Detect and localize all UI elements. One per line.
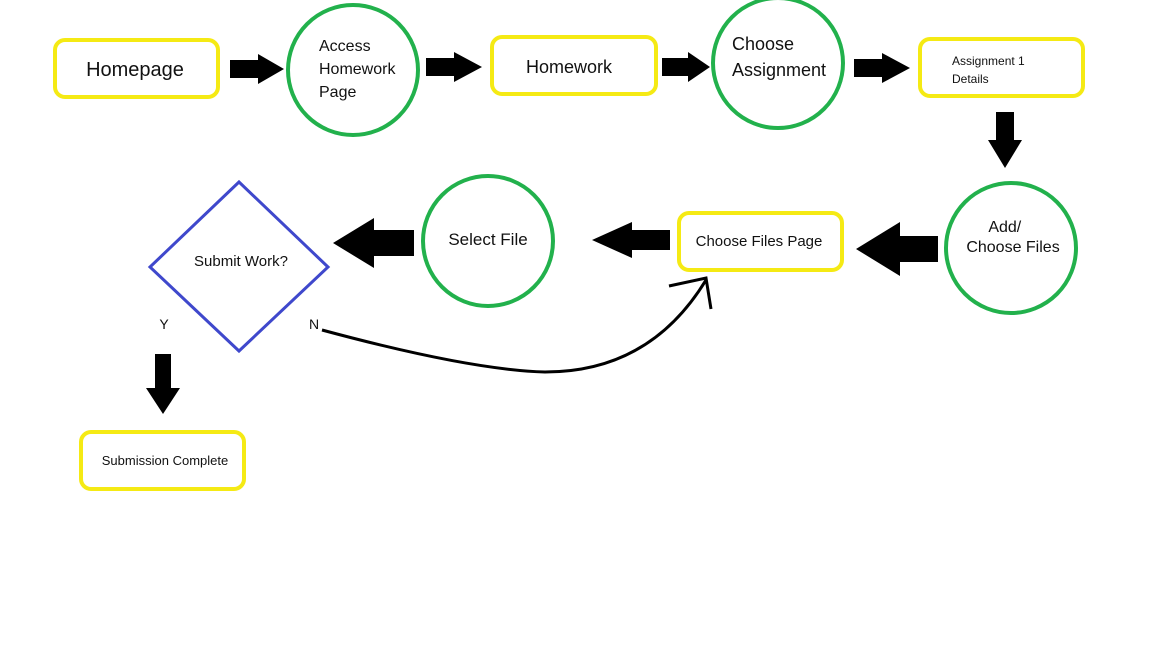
node-homework: Homework [490,35,658,96]
arrow-submit-yes-to-complete [146,354,180,414]
node-select-file: Select File [421,174,555,308]
node-assignment-1-details-label: Assignment 1 Details [952,54,1028,86]
node-choose-files-page: Choose Files Page [677,211,844,272]
node-submission-complete-label: Submission Complete [102,453,228,468]
flow-nodes: Homepage Access Homework Page Homework C… [53,0,1085,491]
node-submit-work-decision: Submit Work? [147,179,331,354]
arrow-homework-to-choose-assignment [662,52,710,82]
arrow-choose-assignment-to-assignment-details [854,53,910,83]
arrow-choose-files-page-to-select-file [592,222,670,258]
node-homework-label: Homework [526,57,613,77]
node-choose-assignment: Choose Assignment [711,0,845,130]
node-choose-files-page-label: Choose Files Page [696,233,823,250]
node-homepage: Homepage [53,38,220,99]
node-submit-work-label: Submit Work? [194,253,288,270]
node-homepage-label: Homepage [86,59,184,81]
node-assignment-1-details: Assignment 1 Details [918,37,1085,98]
node-add-choose-files: Add/ Choose Files [944,181,1078,315]
edge-label-no: N [309,316,319,332]
node-access-homework-page-label: Access Homework Page [319,38,400,101]
arrow-homepage-to-access-homework [230,54,284,84]
arrow-add-files-to-choose-files-page [856,222,938,276]
node-access-homework-page: Access Homework Page [286,3,420,137]
arrow-access-homework-to-homework [426,52,482,82]
arrow-select-file-to-submit-work [333,218,414,268]
node-submission-complete: Submission Complete [79,430,246,491]
edge-labels: Y N [159,316,319,332]
arrow-submit-no-loop-head [668,276,713,310]
node-choose-assignment-label: Choose Assignment [732,34,826,80]
arrow-submit-no-loop-curve [321,279,708,374]
node-add-choose-files-label: Add/ Choose Files [966,219,1059,256]
edge-label-yes: Y [159,316,169,332]
node-select-file-label: Select File [448,230,527,249]
arrow-assignment-details-to-add-files [988,112,1022,168]
flow-arrows [146,52,1022,414]
